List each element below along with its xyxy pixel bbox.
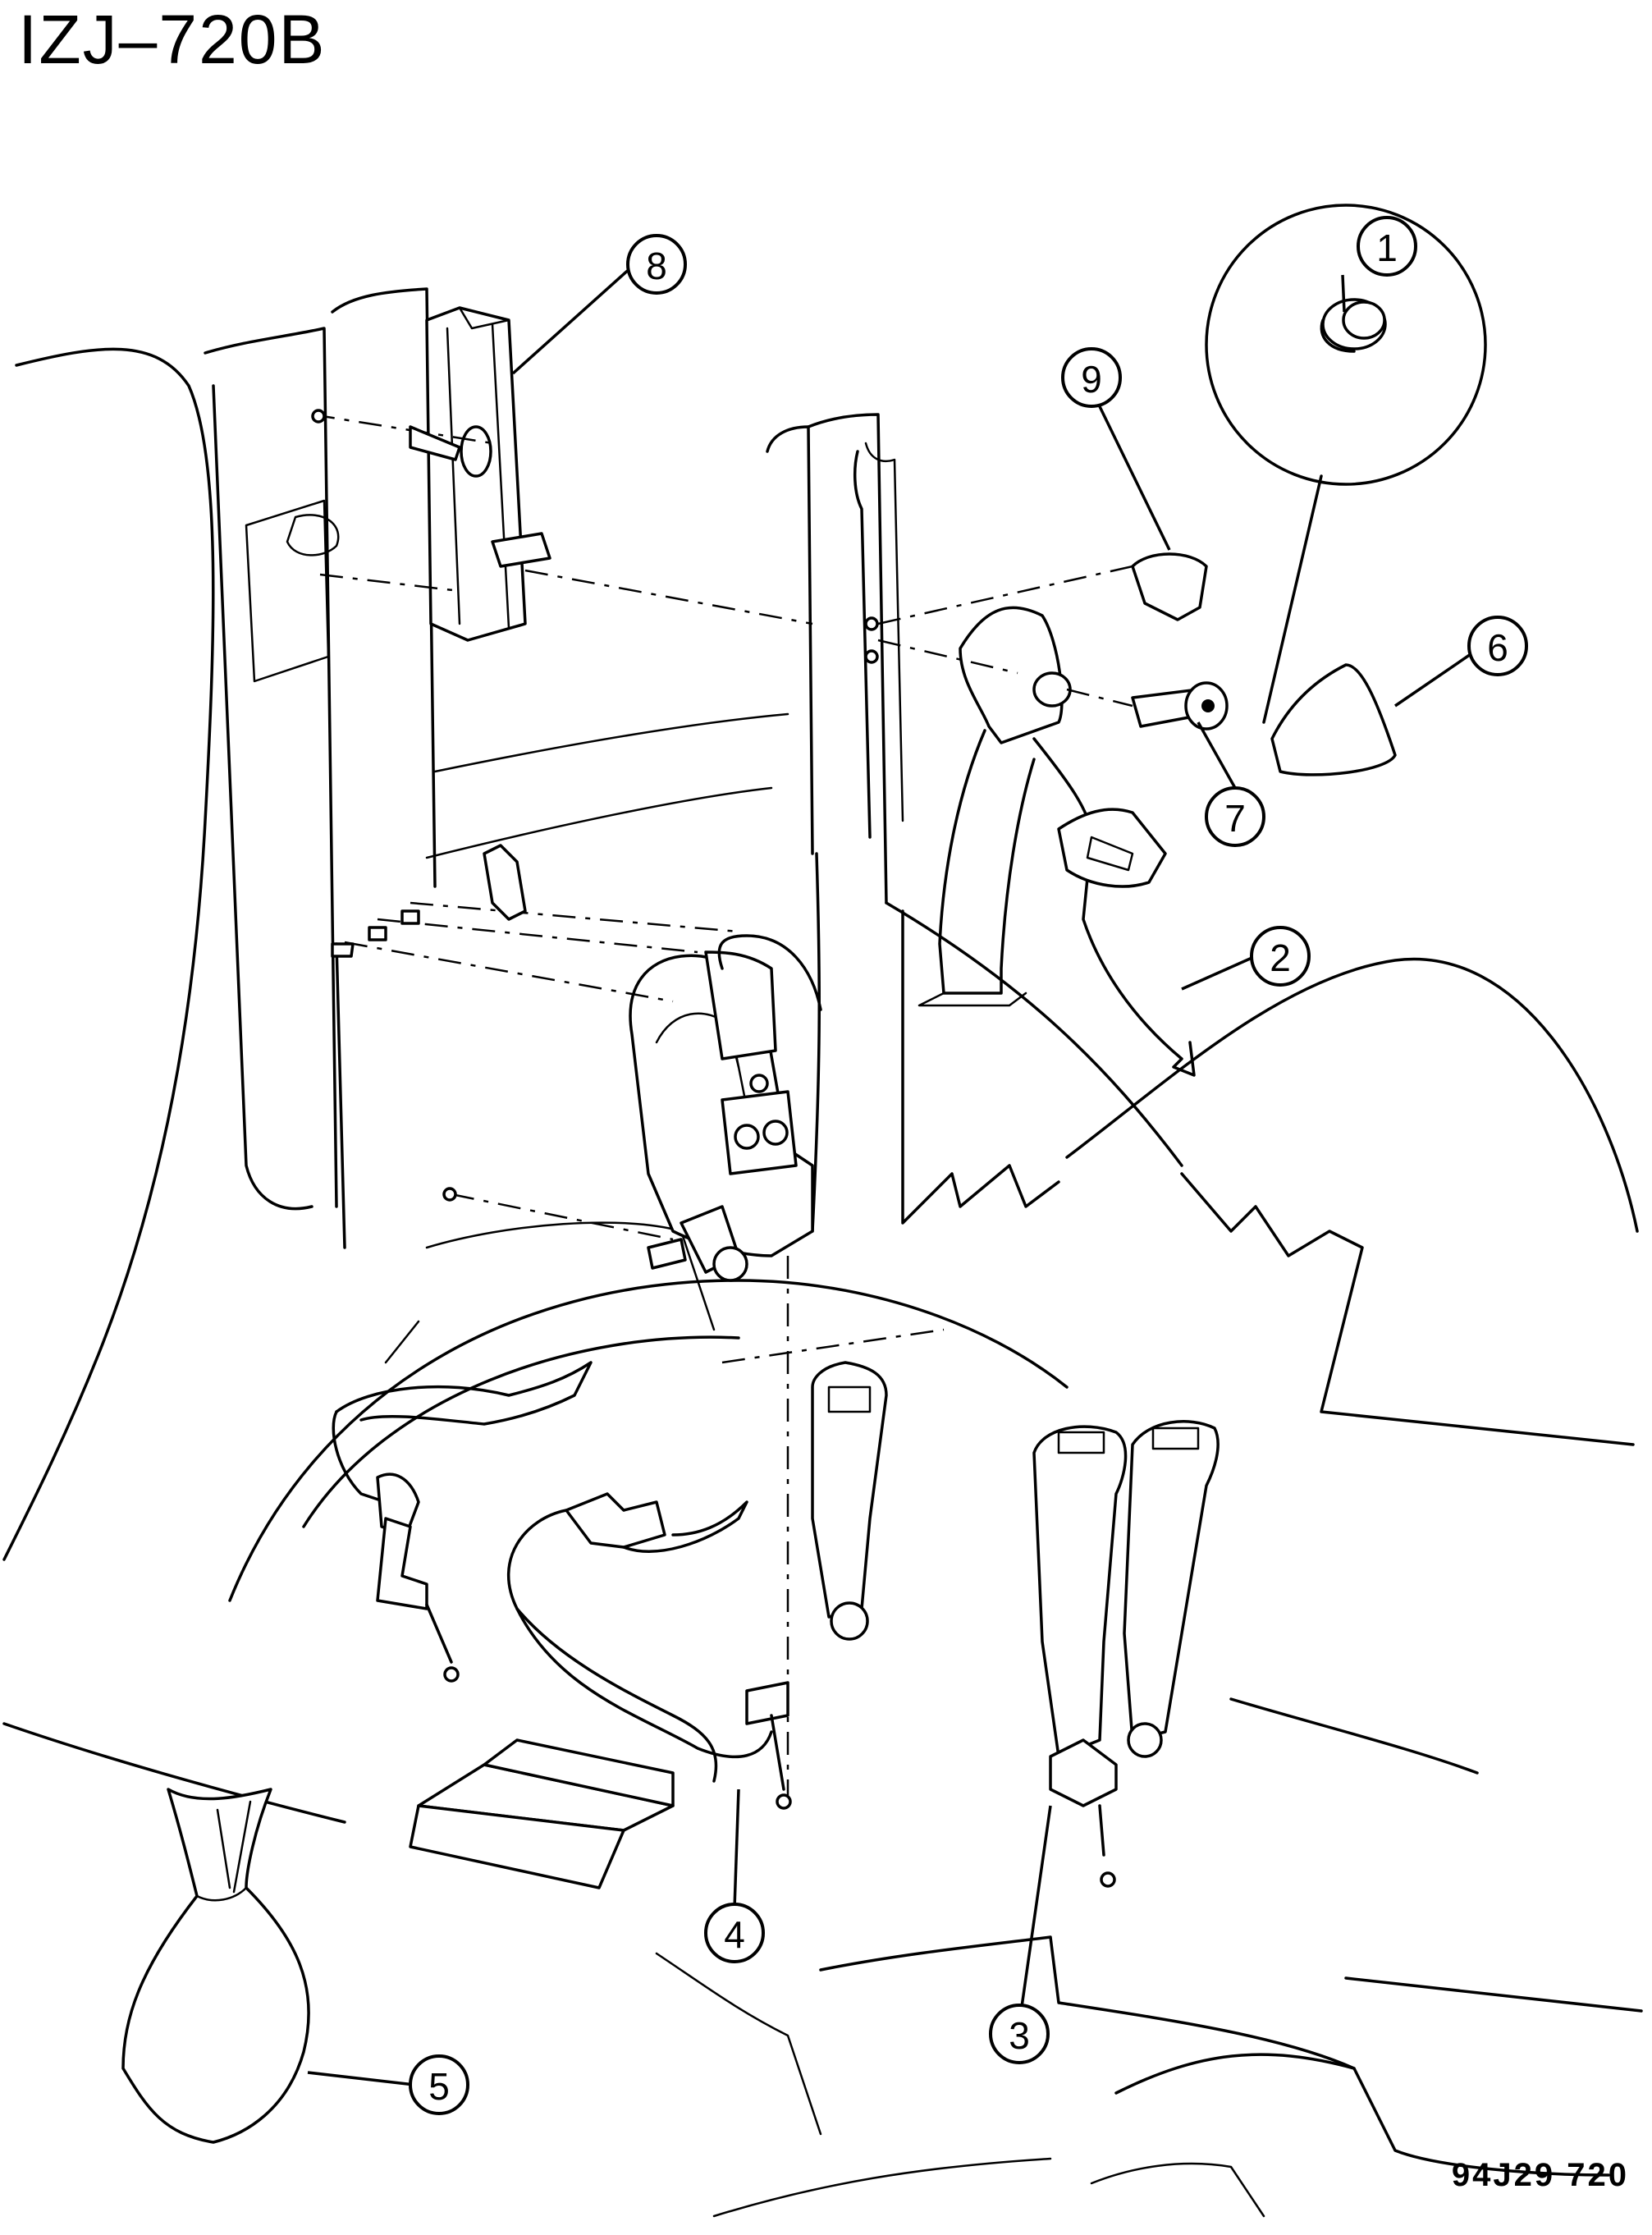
callout-4-label: 4 (724, 1913, 745, 1956)
callout-9-label: 9 (1081, 358, 1102, 401)
callout-2-label: 2 (1270, 937, 1291, 979)
retractor (331, 844, 822, 1282)
callout-7: 7 (1205, 786, 1265, 847)
callout-2: 2 (1250, 926, 1311, 987)
double-buckle (1032, 1420, 1220, 1888)
plug-detail (1205, 204, 1487, 724)
callout-8-label: 8 (646, 245, 667, 287)
callout-3: 3 (989, 2004, 1050, 2064)
body-panel-lines (2, 287, 1643, 2218)
callout-4: 4 (704, 1903, 765, 1963)
leader-lines (307, 265, 1474, 2086)
callout-6: 6 (1467, 616, 1528, 676)
callout-6-label: 6 (1487, 626, 1508, 669)
hardware-bag (121, 1788, 310, 2144)
callout-1-label: 1 (1376, 227, 1398, 269)
callout-9: 9 (1061, 347, 1122, 408)
figure-code: 94J29 720 (1451, 2157, 1629, 2193)
callout-3-label: 3 (1009, 2014, 1030, 2057)
callout-1: 1 (1357, 216, 1417, 277)
callout-5: 5 (409, 2054, 469, 2115)
dring-hardware (1066, 552, 1397, 776)
height-adjuster (311, 306, 813, 642)
callout-5-label: 5 (428, 2065, 450, 2108)
lap-belt (332, 1361, 888, 1810)
callout-8: 8 (626, 234, 687, 295)
shoulder-belt (864, 565, 1196, 1077)
callout-7-label: 7 (1224, 797, 1246, 840)
diagram-title: IZJ–720B (18, 1, 327, 78)
